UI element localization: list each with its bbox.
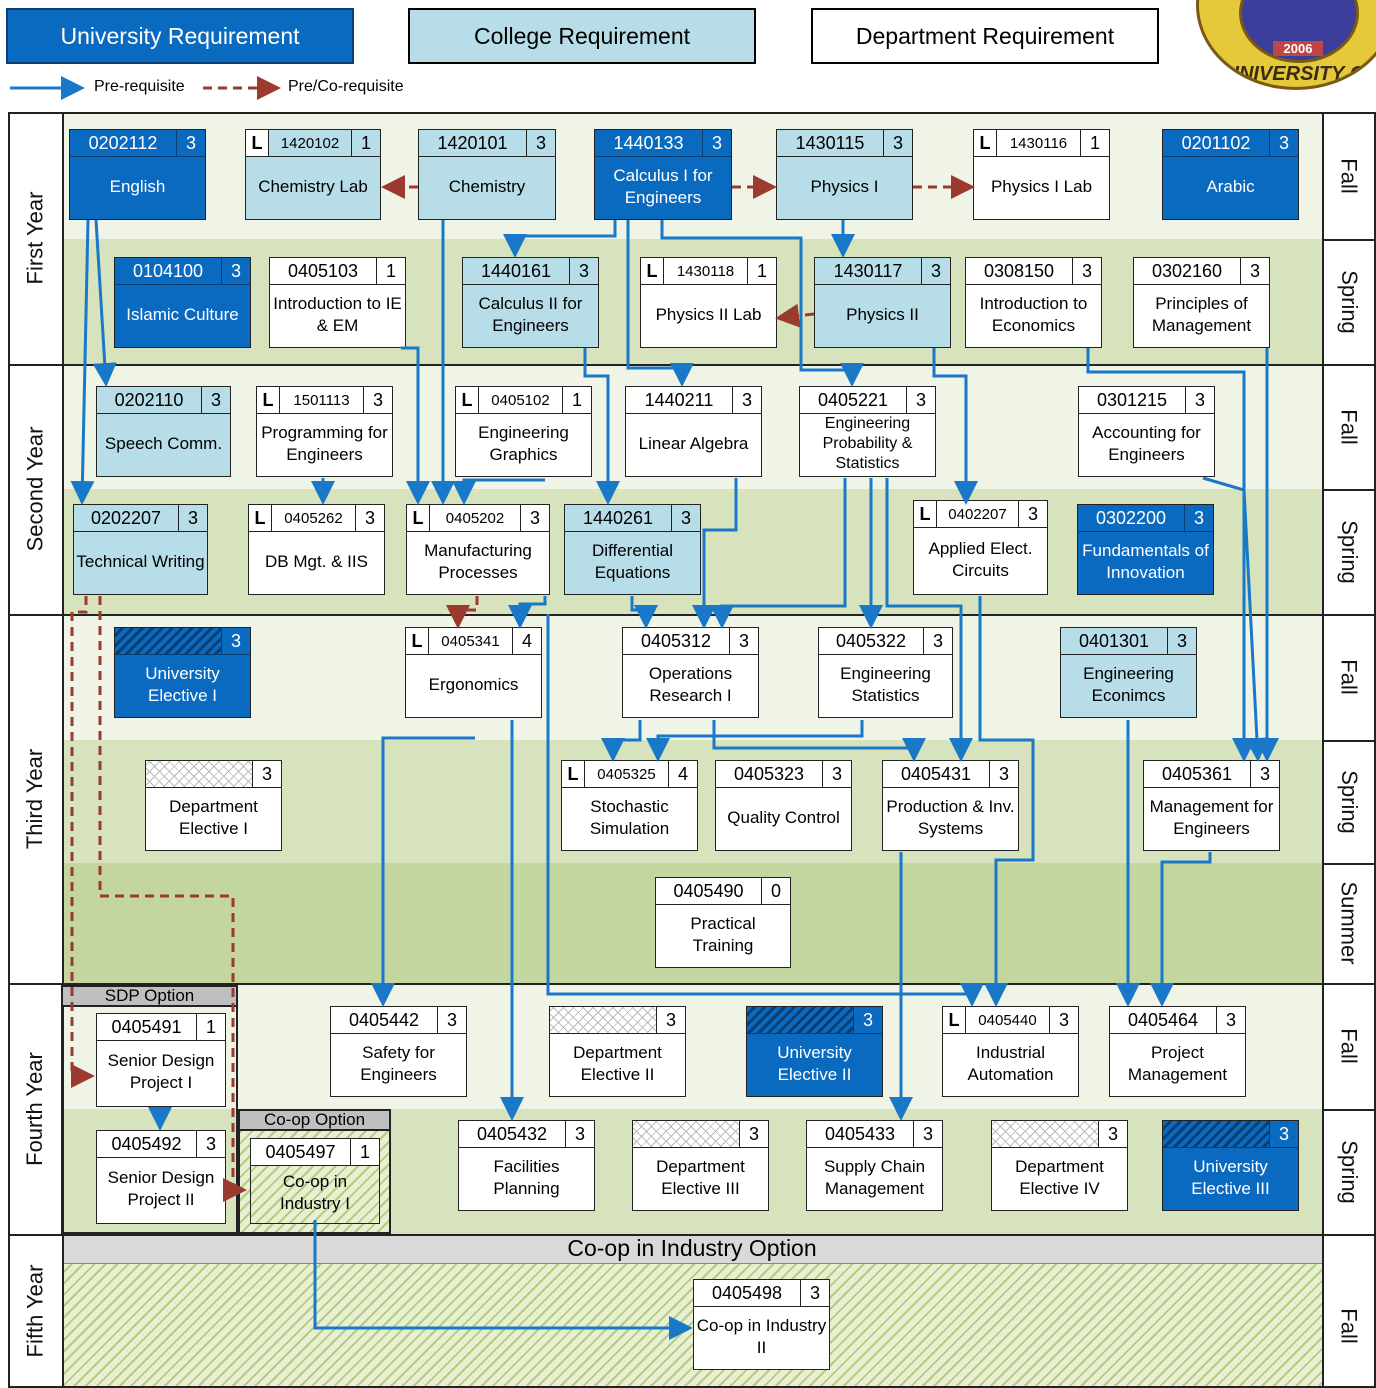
course-department-elective-3[interactable]: 3 Department Elective III [632,1120,769,1211]
coop-option-label: Co-op Option [238,1109,391,1131]
course-university-elective-2[interactable]: 3 University Elective II [746,1006,883,1097]
legend-university-label: University Requirement [60,22,300,49]
course-university-elective-3[interactable]: 3 University Elective III [1162,1120,1299,1211]
course-department-elective-1[interactable]: 3 Department Elective I [145,760,282,851]
coop-industry-option-label: Co-op in Industry Option [62,1234,1322,1264]
legend-department-box: Department Requirement [811,8,1159,64]
logo-year: 2006 [1273,41,1323,56]
university-logo: 2006 UNIVERSITY OF SHA [1196,0,1376,90]
logo-text: UNIVERSITY OF SHA [1224,63,1376,87]
legend-college-label: College Requirement [473,22,691,49]
course-department-elective-4[interactable]: 3 Department Elective IV [991,1120,1128,1211]
course-department-elective-2[interactable]: 3 Department Elective II [549,1006,686,1097]
legend-department-label: Department Requirement [855,22,1115,49]
legend-university-box: University Requirement [6,8,354,64]
legend-coreq-label: Pre/Co-requisite [288,78,404,95]
sdp-option-label: SDP Option [61,985,238,1007]
legend-college-box: College Requirement [408,8,756,64]
course-university-elective-1[interactable]: 3 University Elective I [114,627,251,718]
legend-prereq-label: Pre-requisite [94,78,185,95]
